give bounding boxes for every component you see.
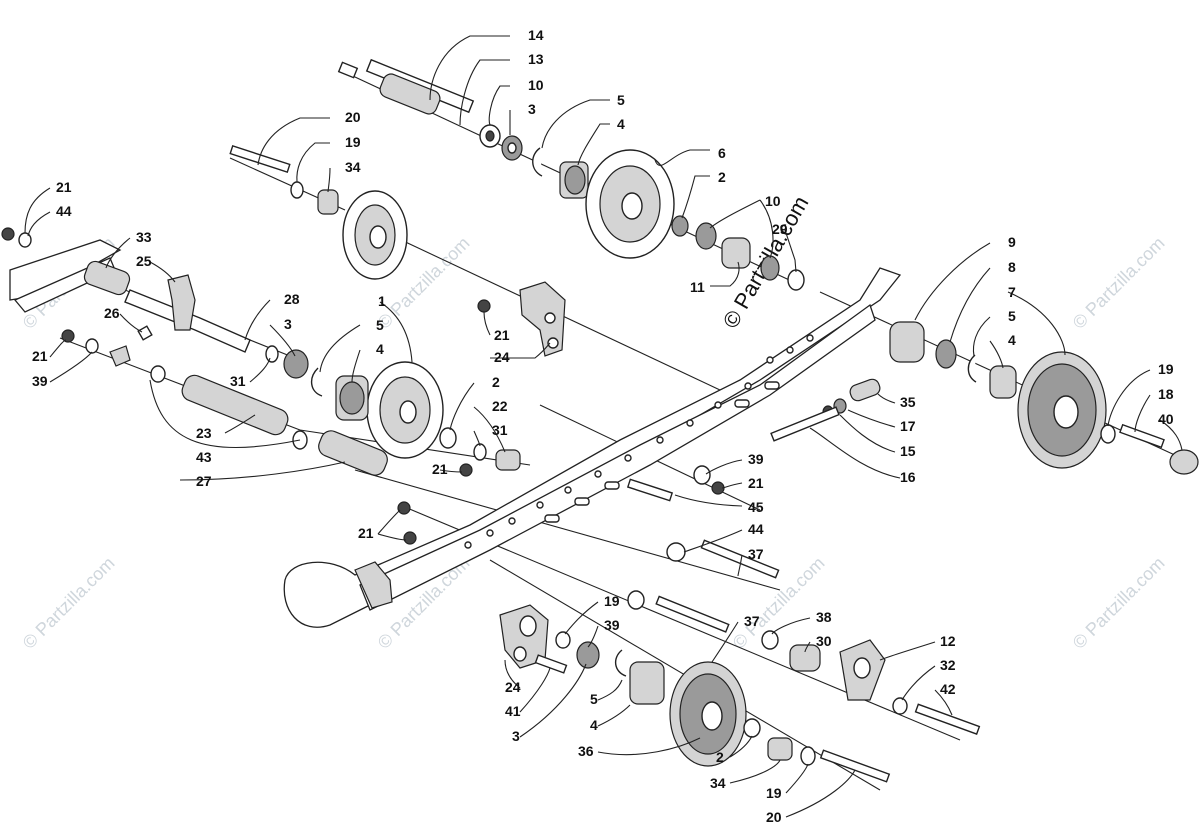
callout-20: 20 — [345, 109, 361, 125]
idler-wheel-1-lower — [265, 345, 521, 471]
callout-5: 5 — [590, 691, 598, 707]
callout-28: 28 — [284, 291, 300, 307]
rear-arm-assembly — [1, 227, 251, 383]
callout-4: 4 — [617, 116, 625, 132]
callout-39: 39 — [32, 373, 48, 389]
mid-lower-hardware — [626, 465, 780, 633]
watermark: © Partzilla.com — [729, 553, 829, 653]
callout-20: 20 — [766, 809, 782, 825]
watermarks: © Partzilla.com © Partzilla.com © Partzi… — [19, 192, 1169, 653]
callout-12: 12 — [940, 633, 956, 649]
watermark: © Partzilla.com — [1069, 553, 1169, 653]
callout-39: 39 — [748, 451, 764, 467]
cross-shafts — [181, 374, 388, 476]
callout-29: 29 — [772, 221, 788, 237]
slide-rail — [9, 239, 902, 628]
callout-35: 35 — [900, 394, 916, 410]
callout-31: 31 — [492, 422, 508, 438]
callout-7: 7 — [1008, 284, 1016, 300]
callout-44: 44 — [748, 521, 764, 537]
callout-2: 2 — [718, 169, 726, 185]
callout-18: 18 — [1158, 386, 1174, 402]
callout-43: 43 — [196, 449, 212, 465]
callout-36: 36 — [578, 743, 594, 759]
callout-39: 39 — [604, 617, 620, 633]
bracket-24-upper — [397, 281, 566, 545]
callout-22: 22 — [492, 398, 508, 414]
callout-5: 5 — [376, 317, 384, 333]
callout-19: 19 — [1158, 361, 1174, 377]
callout-2: 2 — [716, 749, 724, 765]
callout-34: 34 — [345, 159, 361, 175]
callout-labels: 14 13 10 3 5 4 6 2 10 29 11 20 19 34 21 … — [32, 27, 1174, 825]
watermark: © Partzilla.com — [1069, 233, 1169, 333]
callout-24: 24 — [505, 679, 521, 695]
callout-41: 41 — [505, 703, 521, 719]
callout-6: 6 — [718, 145, 726, 161]
callout-5: 5 — [617, 92, 625, 108]
callout-4: 4 — [1008, 332, 1016, 348]
callout-1: 1 — [378, 293, 386, 309]
callout-21: 21 — [494, 327, 510, 343]
callout-26: 26 — [104, 305, 120, 321]
callout-37: 37 — [748, 546, 764, 562]
callout-32: 32 — [940, 657, 956, 673]
bracket-24-lower — [499, 604, 665, 705]
callout-44: 44 — [56, 203, 72, 219]
callout-37: 37 — [744, 613, 760, 629]
callout-21: 21 — [748, 475, 764, 491]
callout-34: 34 — [710, 775, 726, 791]
callout-4: 4 — [590, 717, 598, 733]
callout-3: 3 — [512, 728, 520, 744]
callout-21: 21 — [56, 179, 72, 195]
callout-40: 40 — [1158, 411, 1174, 427]
bracket-12 — [761, 630, 981, 735]
idler-wheel-6 — [585, 149, 805, 291]
callout-11: 11 — [690, 279, 705, 295]
callout-33: 33 — [136, 229, 152, 245]
lower-wheel-36 — [669, 661, 891, 783]
callout-15: 15 — [900, 443, 916, 459]
callout-10: 10 — [765, 193, 781, 209]
callout-23: 23 — [196, 425, 212, 441]
callout-8: 8 — [1008, 259, 1016, 275]
callout-17: 17 — [900, 418, 916, 434]
callout-9: 9 — [1008, 234, 1016, 250]
callout-19: 19 — [766, 785, 782, 801]
callout-3: 3 — [284, 316, 292, 332]
callout-5: 5 — [1008, 308, 1016, 324]
front-wheel-7 — [770, 321, 1199, 475]
callout-27: 27 — [196, 473, 212, 489]
watermark: © Partzilla.com — [19, 553, 119, 653]
callout-31: 31 — [230, 373, 246, 389]
callout-21: 21 — [358, 525, 374, 541]
callout-10: 10 — [528, 77, 544, 93]
callout-3: 3 — [528, 101, 536, 117]
idler-wheel-1-upper — [229, 145, 408, 280]
top-axle — [337, 58, 589, 199]
callout-21: 21 — [32, 348, 48, 364]
callout-2: 2 — [492, 374, 500, 390]
callout-14: 14 — [528, 27, 544, 43]
callout-16: 16 — [900, 469, 916, 485]
callout-19: 19 — [604, 593, 620, 609]
callout-25: 25 — [136, 253, 152, 269]
callout-45: 45 — [748, 499, 764, 515]
callout-24: 24 — [494, 349, 510, 365]
leader-lines — [24, 35, 1183, 818]
callout-19: 19 — [345, 134, 361, 150]
rail-holes — [464, 334, 814, 549]
callout-21: 21 — [432, 461, 448, 477]
callout-42: 42 — [940, 681, 956, 697]
callout-13: 13 — [528, 51, 544, 67]
callout-30: 30 — [816, 633, 832, 649]
callout-4: 4 — [376, 341, 384, 357]
callout-38: 38 — [816, 609, 832, 625]
